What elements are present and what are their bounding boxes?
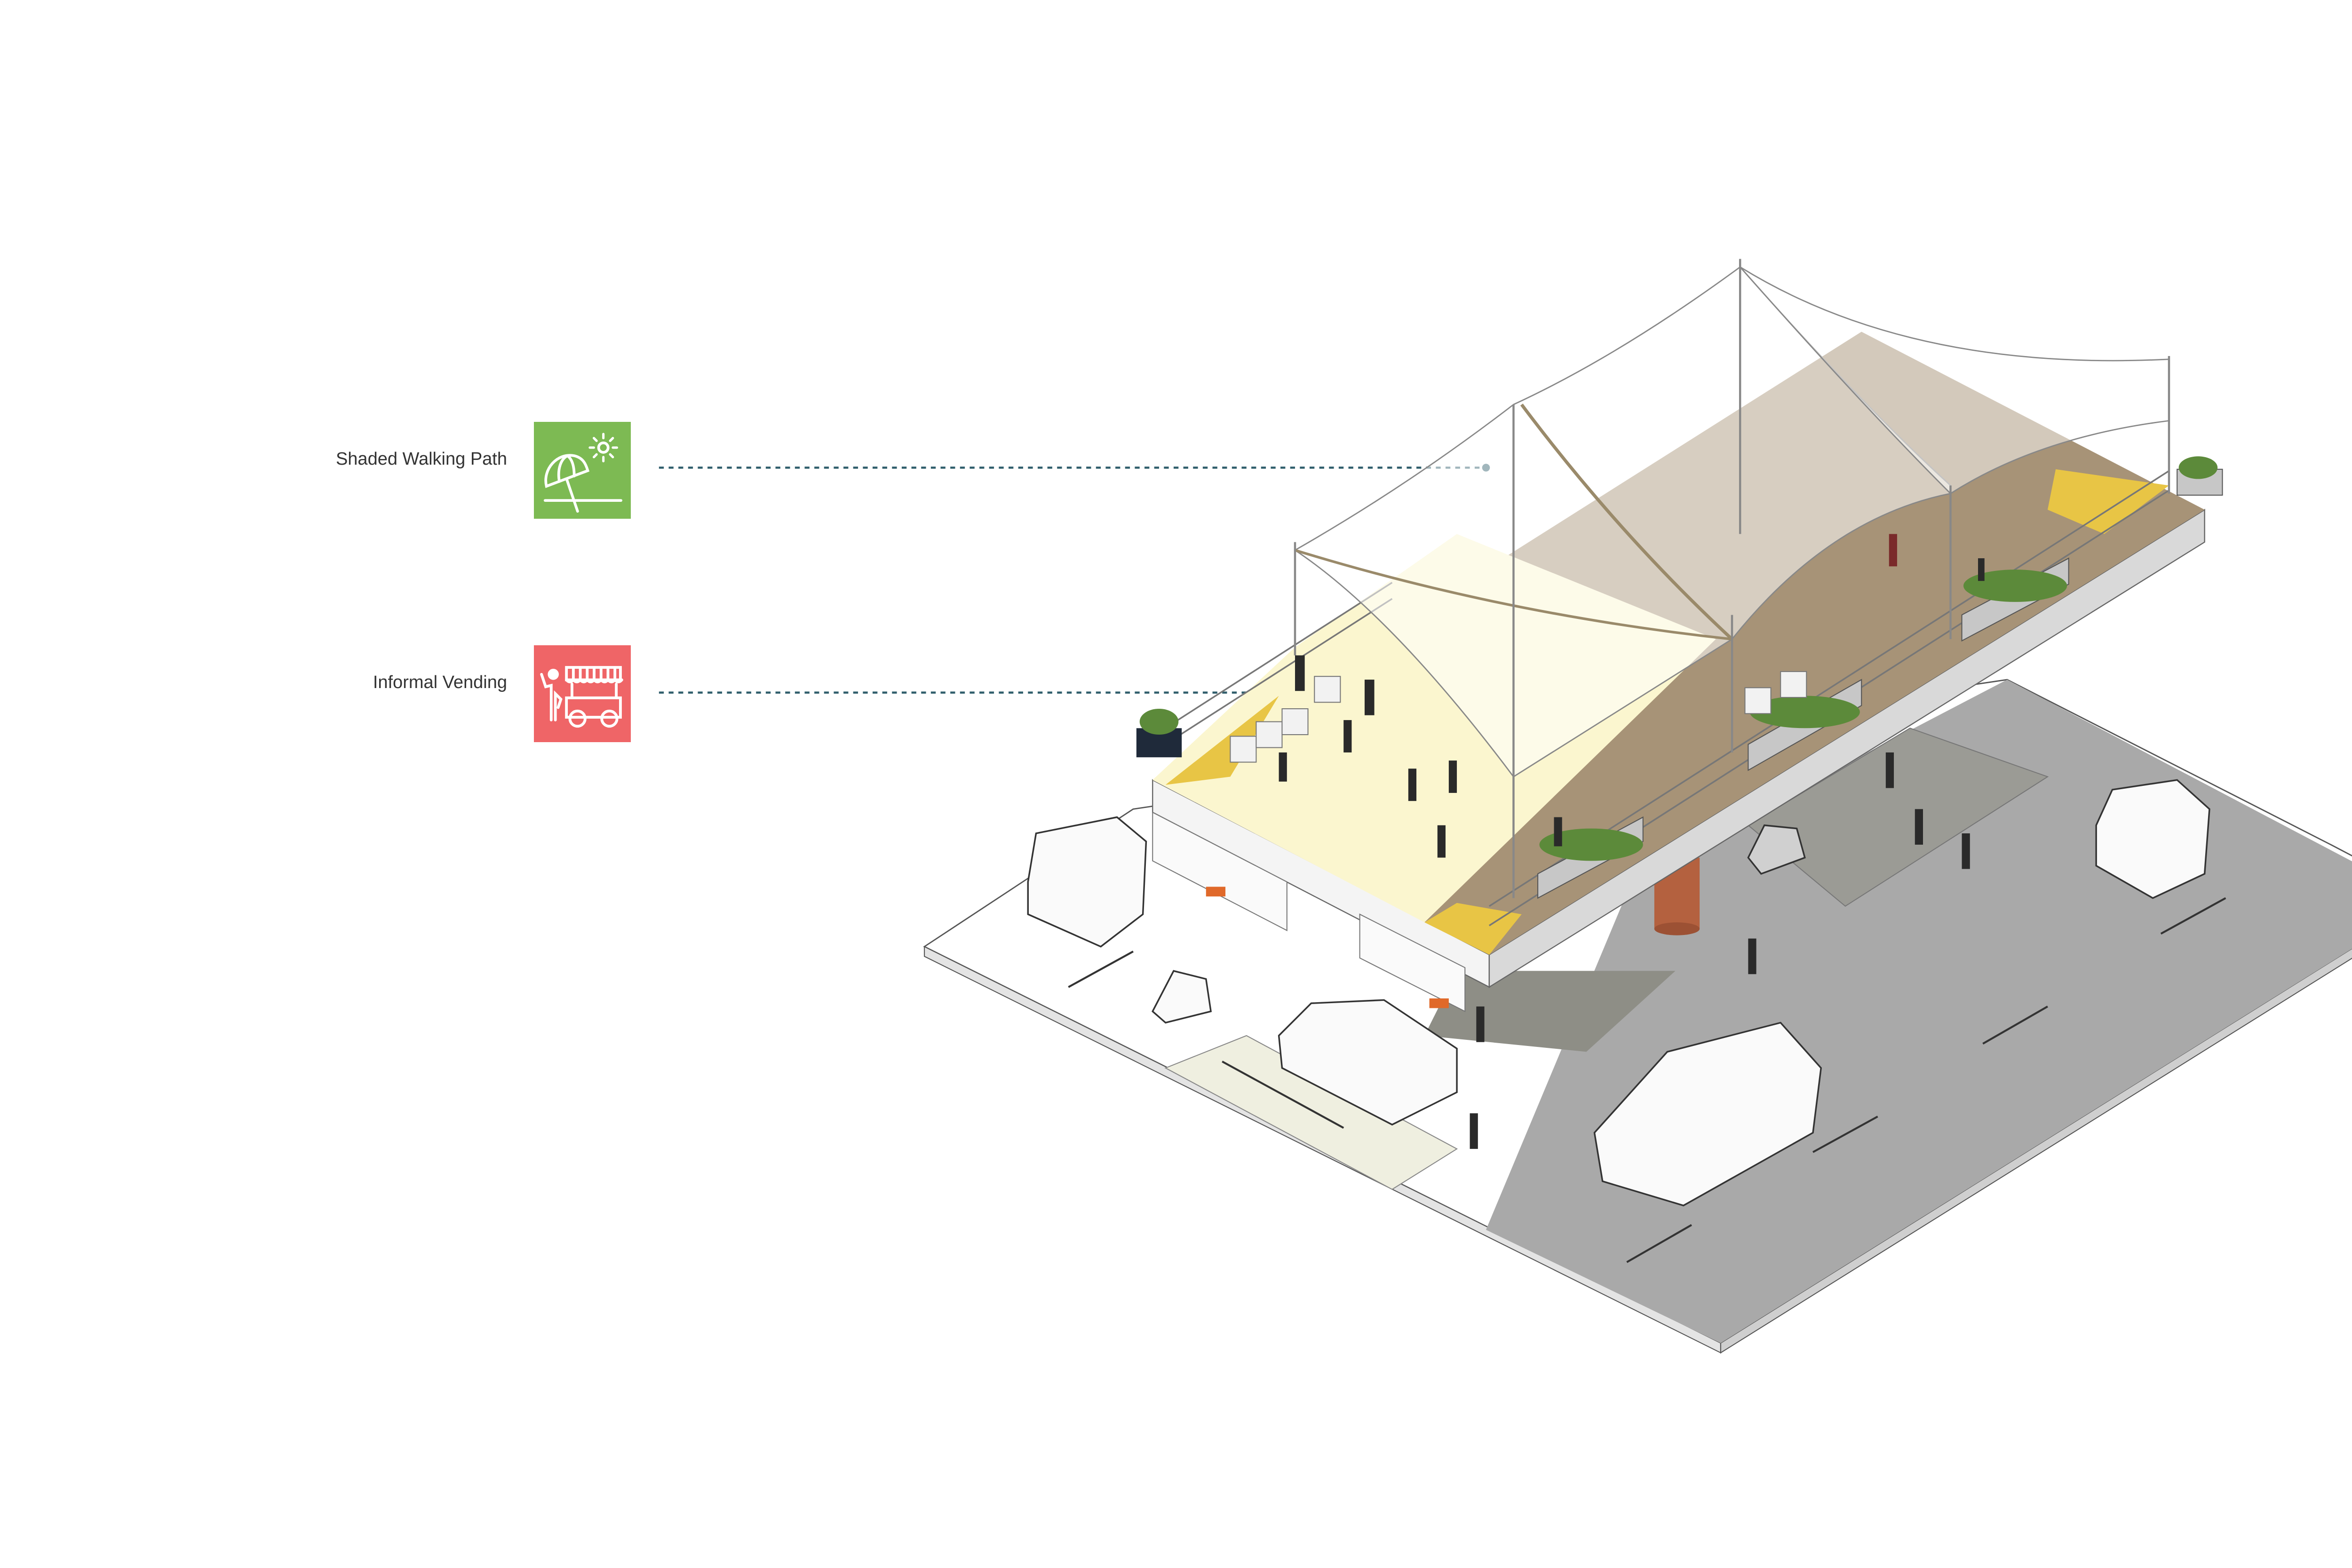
fabric-canopy	[1294, 259, 2170, 898]
legend-label-shaded-walking-path: Shaded Walking Path	[335, 449, 507, 469]
parking-bay	[1164, 1035, 1458, 1190]
street-vendor-cart-icon	[534, 645, 631, 742]
vehicles	[1027, 779, 2210, 1207]
planter-boxes	[1136, 456, 2223, 899]
scooter-under-deck	[1747, 824, 1806, 875]
auto-rickshaw-right	[2095, 779, 2210, 899]
suv	[1593, 1022, 1822, 1207]
car-hatchback	[1278, 999, 1458, 1126]
scooter	[1152, 970, 1212, 1024]
parking-lot-under-deck	[1747, 728, 2049, 907]
legend-label-informal-vending: Informal Vending	[373, 673, 507, 692]
vending-stall-boxes	[1230, 671, 1807, 763]
auto-rickshaw-left	[1027, 816, 1147, 948]
shadow-area	[1424, 971, 1676, 1052]
beach-umbrella-sun-icon	[534, 422, 631, 519]
pedestrians	[1279, 534, 1985, 1149]
